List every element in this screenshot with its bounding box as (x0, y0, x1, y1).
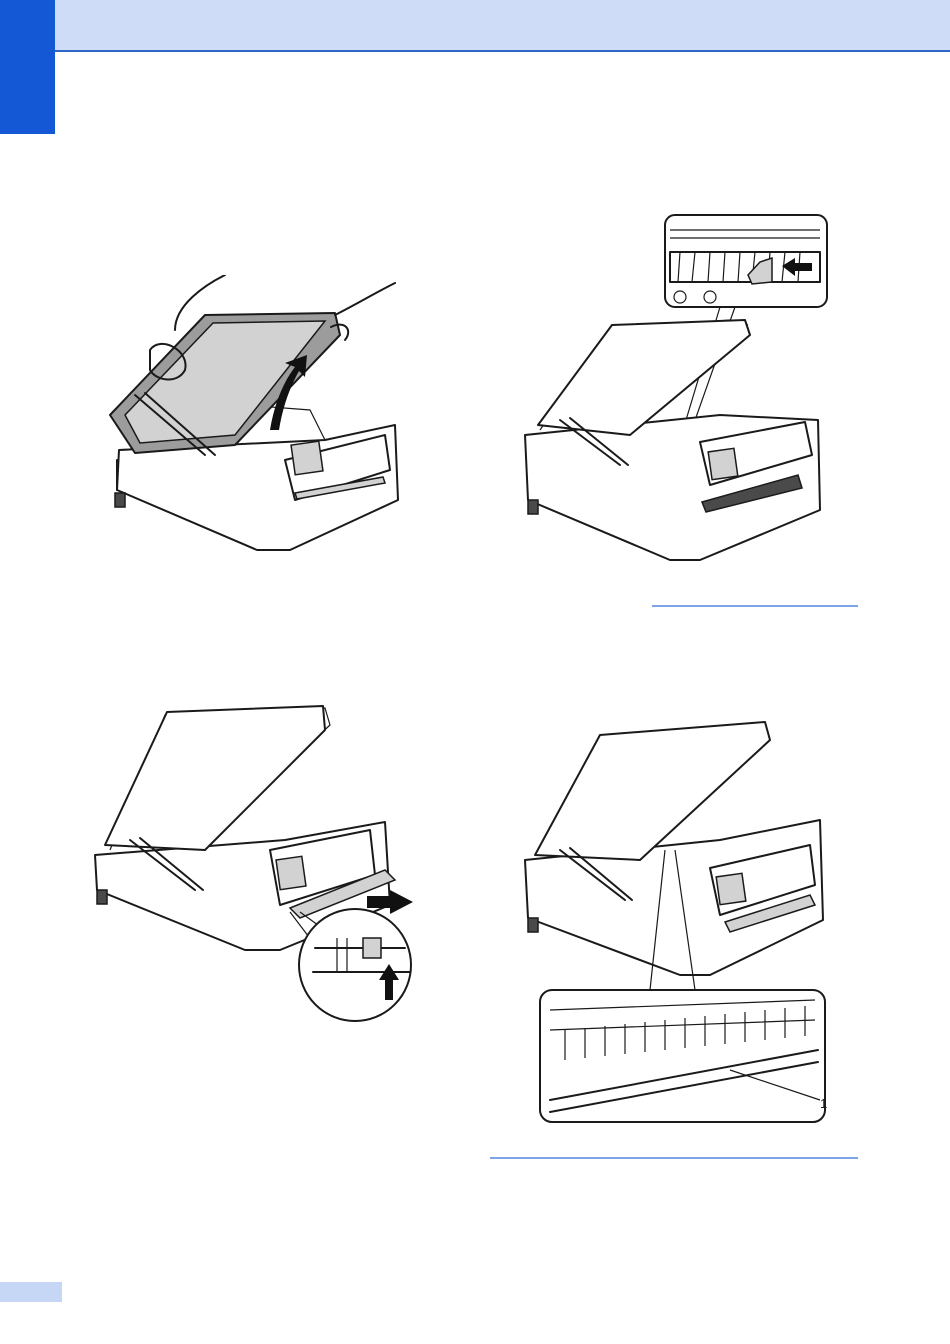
page-number-box (0, 1282, 62, 1302)
printer-open-lift-icon (95, 275, 415, 560)
printer-tray-inset-icon (85, 690, 420, 1025)
printer-roller-inset-icon (520, 700, 840, 1128)
roller-callout-label: 1 (820, 1096, 827, 1111)
chapter-tab (0, 0, 55, 134)
printer-jam-inset-icon (520, 210, 840, 562)
section-rule (652, 605, 858, 607)
section-rule (490, 1157, 858, 1159)
header-band (0, 0, 950, 52)
